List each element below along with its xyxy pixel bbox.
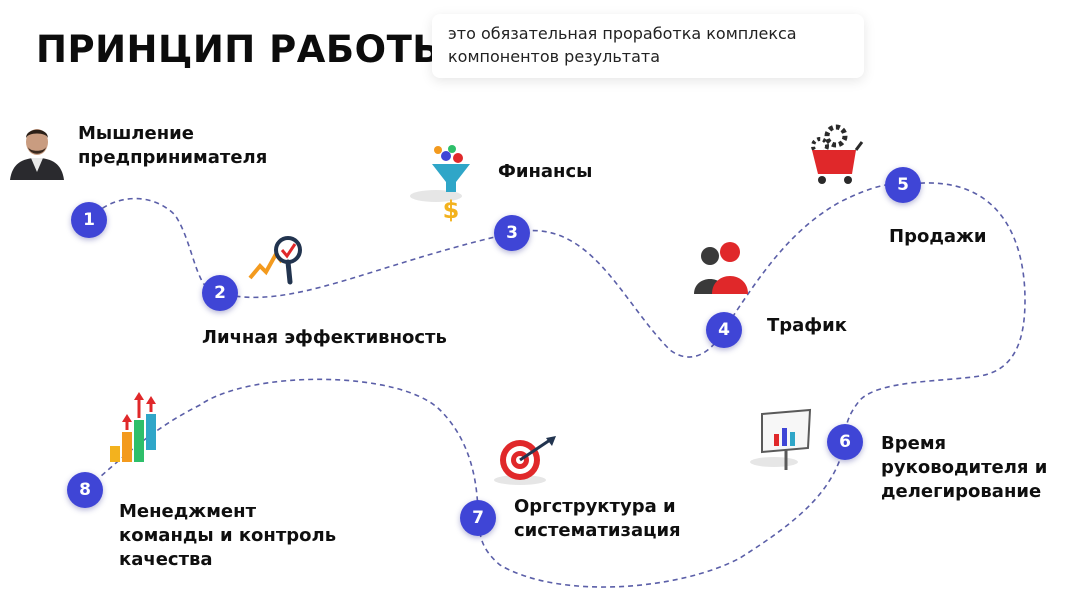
step-2-node: 2 [202, 275, 238, 311]
step-3-node: 3 [494, 215, 530, 251]
step-4-label-line: Трафик [767, 315, 847, 336]
subtitle-text: это обязательная проработка комплекса ко… [448, 22, 858, 68]
step-8-label-line: Менеджмент [119, 501, 257, 522]
people-icon [692, 240, 752, 302]
presentation-board-icon [748, 408, 814, 482]
step-8-node: 8 [67, 472, 103, 508]
step-5-label: Продажи [889, 225, 987, 249]
magnifier-growth-icon [248, 232, 306, 290]
bar-chart-arrows-icon [104, 392, 166, 472]
step-6-label: Время руководителя и делегирование [881, 432, 1047, 504]
step-7-node: 7 [460, 500, 496, 536]
target-icon [490, 434, 558, 492]
shopping-cart-icon [806, 124, 866, 190]
step-1-label-line: предпринимателя [78, 147, 268, 168]
person-photo-icon [6, 118, 68, 184]
step-8-label-line: качества [119, 549, 213, 570]
step-6-label-line: Время [881, 433, 947, 454]
step-5-node: 5 [885, 167, 921, 203]
step-7-label-line: систематизация [514, 520, 681, 541]
step-3-label-line: Финансы [498, 161, 593, 182]
step-2-label-line: Личная эффективность [202, 327, 447, 348]
step-4-label: Трафик [767, 314, 847, 338]
step-6-label-line: делегирование [881, 481, 1042, 502]
step-5-label-line: Продажи [889, 226, 987, 247]
subtitle-line-2: компонентов результата [448, 47, 661, 66]
svg-text:$: $ [443, 196, 460, 224]
subtitle-line-1: это обязательная проработка комплекса [448, 24, 797, 43]
step-3-label: Финансы [498, 160, 592, 184]
step-8-label-line: команды и контроль [119, 525, 337, 546]
step-1-label-line: Мышление [78, 123, 194, 144]
step-7-label-line: Оргструктура и [514, 496, 676, 517]
funnel-dollar-icon: $ [406, 144, 476, 228]
step-1-node: 1 [71, 202, 107, 238]
step-2-label: Личная эффективность [202, 326, 447, 350]
page-title: ПРИНЦИП РАБОТЫ [36, 28, 452, 71]
step-7-label: Оргструктура и систематизация [514, 495, 681, 543]
step-6-node: 6 [827, 424, 863, 460]
step-6-label-line: руководителя и [881, 457, 1048, 478]
step-4-node: 4 [706, 312, 742, 348]
subtitle-card: это обязательная проработка комплекса ко… [432, 14, 864, 78]
step-8-label: Менеджмент команды и контроль качества [119, 500, 336, 572]
step-1-label: Мышление предпринимателя [78, 122, 267, 170]
